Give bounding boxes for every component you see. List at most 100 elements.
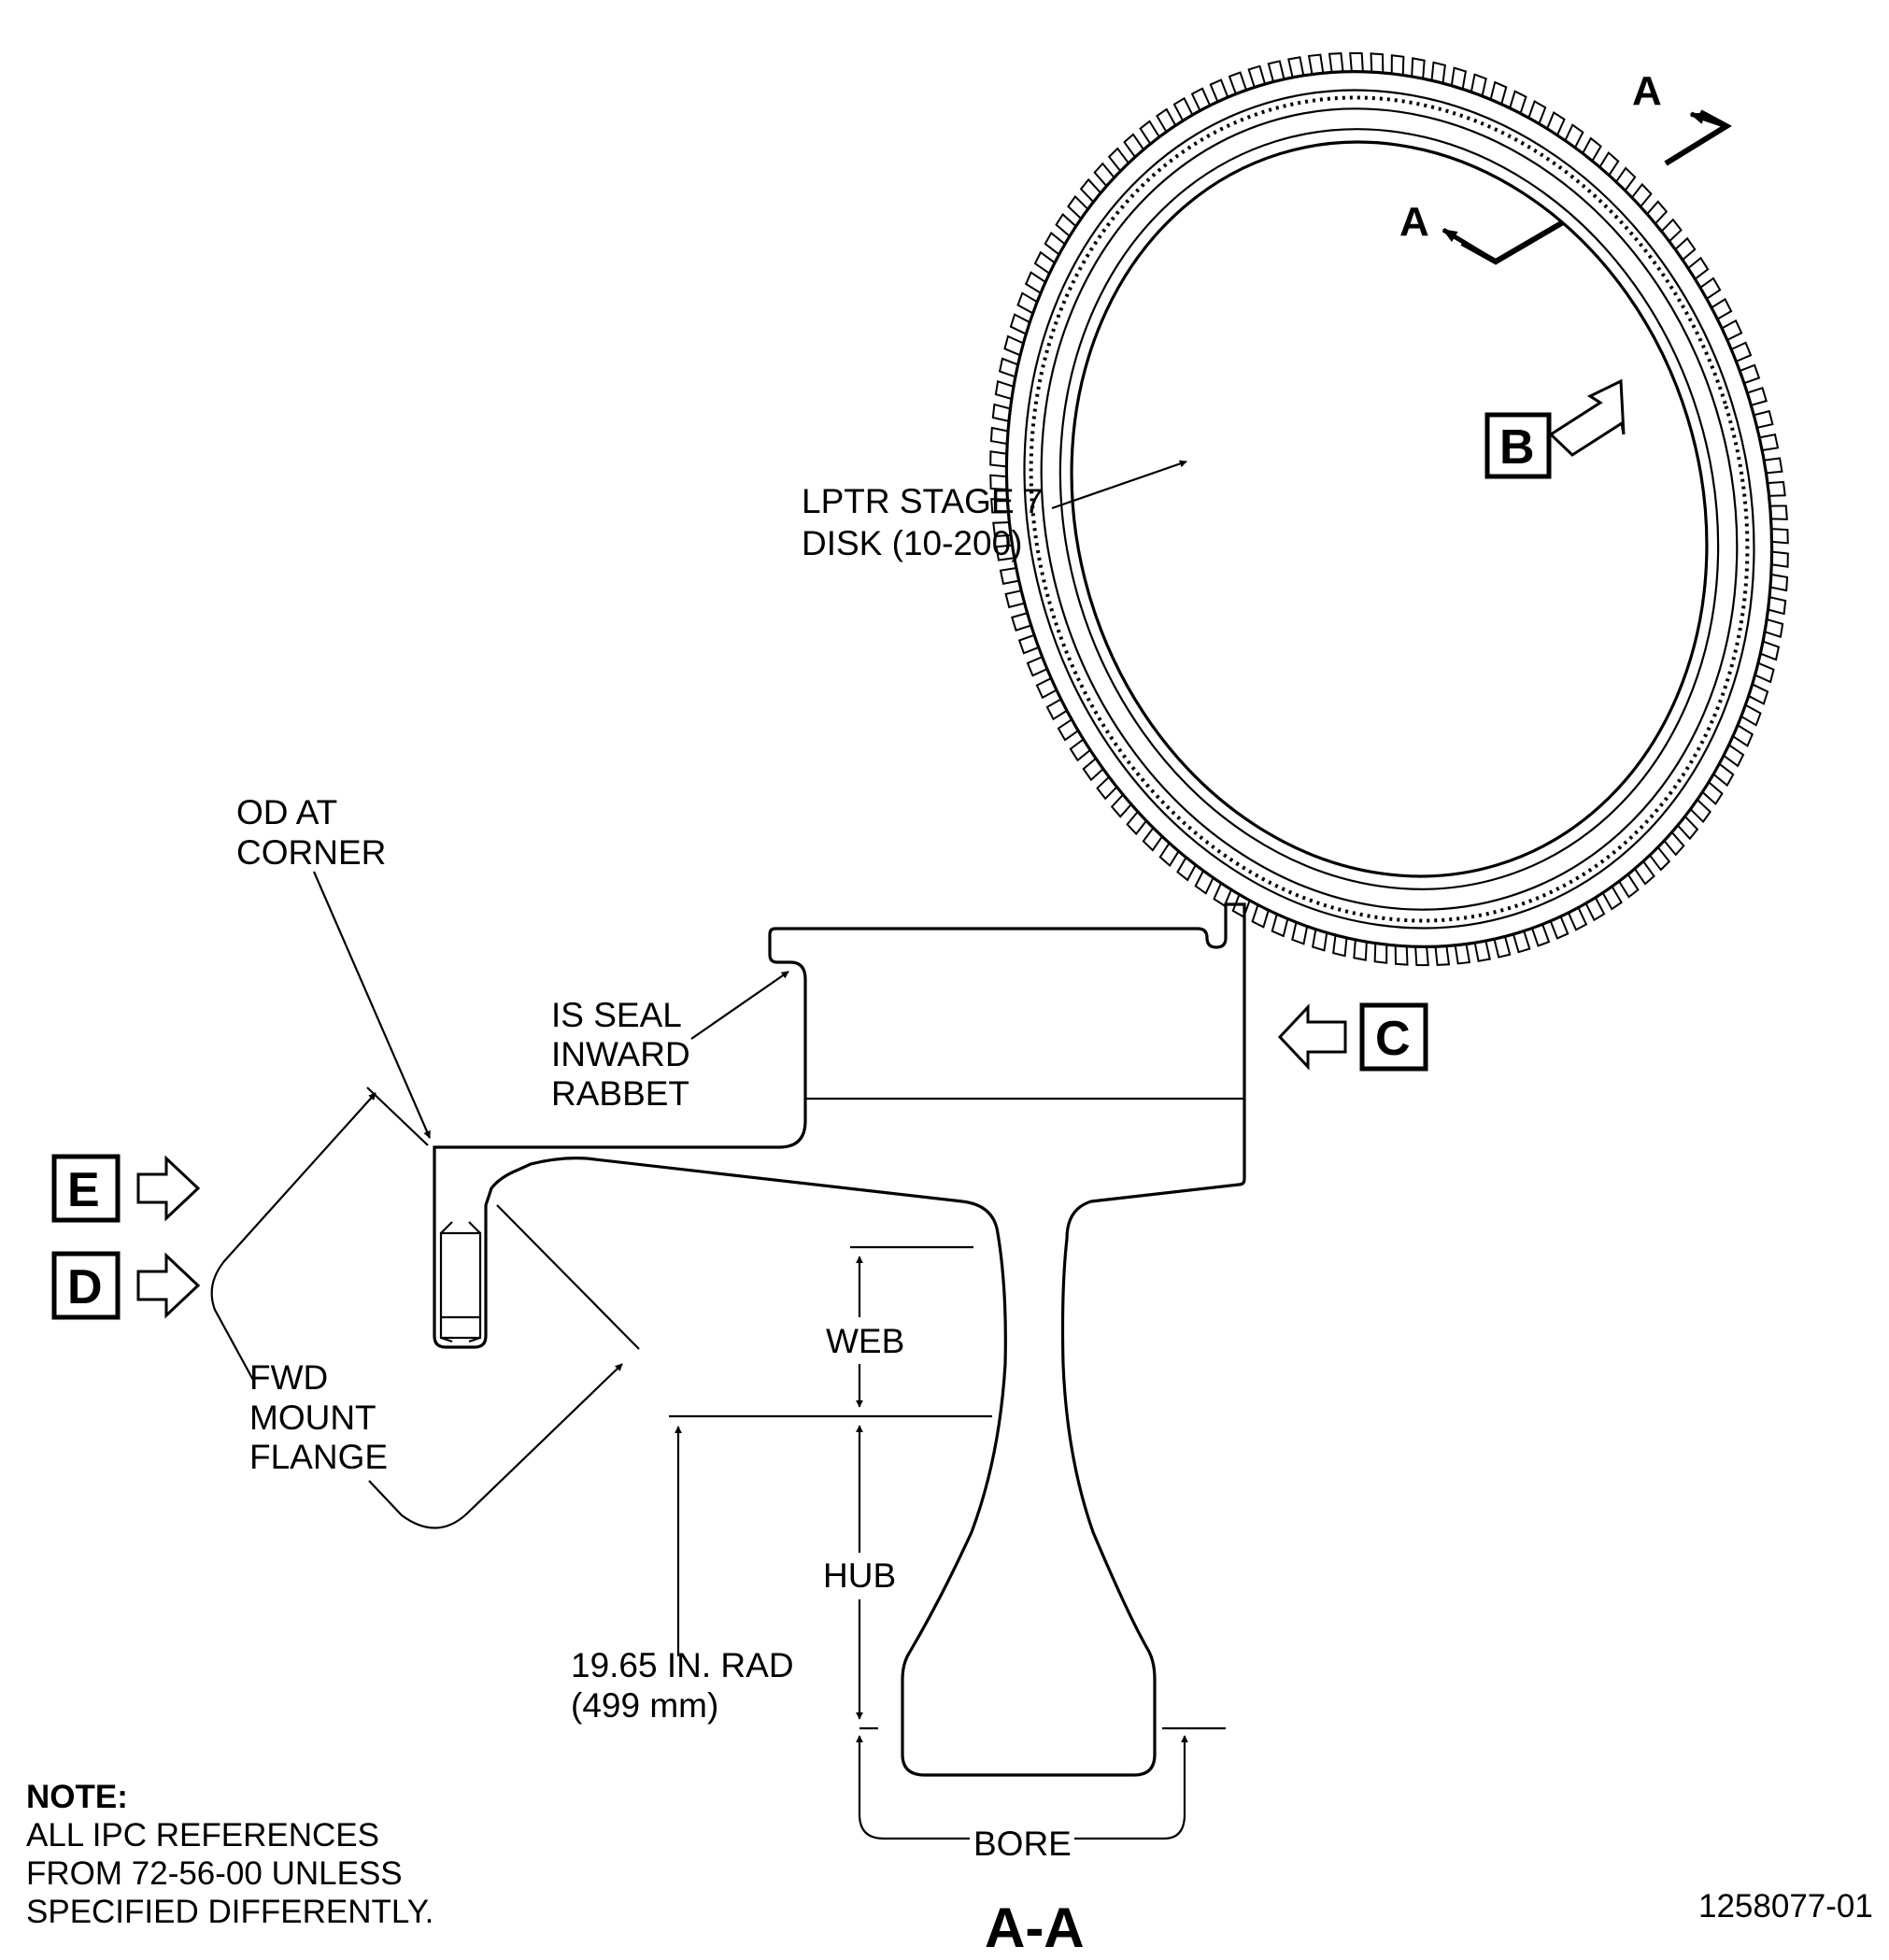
- seal-rabbet-line3: RABBET: [551, 1074, 689, 1113]
- blade-slot: [1271, 914, 1289, 938]
- lptr-stage7-disk: [989, 51, 1789, 967]
- blade-slot: [989, 474, 1007, 490]
- blade-slot: [998, 357, 1019, 378]
- seal-rabbet-callout: IS SEAL INWARD RABBET: [551, 971, 789, 1113]
- od-corner-line1: OD AT: [236, 793, 337, 831]
- blade-slot: [1771, 528, 1789, 545]
- blade-slot: [1730, 341, 1753, 362]
- blade-slot: [990, 498, 1009, 514]
- blade-slot: [1247, 64, 1267, 88]
- blade-slot: [1732, 724, 1754, 747]
- blade-slot: [1699, 277, 1722, 300]
- section-title: A-A: [985, 1896, 1085, 1959]
- blade-slot: [1739, 363, 1761, 385]
- blade-slot: [1394, 945, 1409, 966]
- blade-slot: [1764, 618, 1784, 639]
- blade-slot: [1067, 194, 1089, 220]
- blade-slot: [1096, 775, 1118, 801]
- blade-slot: [1701, 781, 1724, 806]
- blade-slot: [1747, 387, 1768, 406]
- fwd-flange-line1: FWD: [249, 1358, 328, 1397]
- blade-slot: [1158, 842, 1180, 868]
- blade-slot: [1767, 480, 1786, 497]
- blade-slot: [1411, 57, 1426, 79]
- hub-label: HUB: [823, 1556, 896, 1595]
- blade-slot: [1509, 90, 1527, 114]
- view-d-arrow: [136, 1252, 201, 1319]
- blade-slot: [1069, 738, 1091, 762]
- bore-dimension: BORE: [856, 1726, 1226, 1863]
- blade-slot: [1677, 816, 1699, 841]
- blade-slot: [1044, 231, 1066, 256]
- blade-slot: [1754, 661, 1775, 684]
- disk-callout: LPTR STAGE 7 DISK (10-200): [802, 460, 1187, 562]
- blade-slot: [1011, 612, 1031, 632]
- section-cut-line: A A: [1399, 68, 1733, 265]
- blade-slot: [1493, 936, 1512, 959]
- view-b-letter: B: [1499, 420, 1535, 475]
- blade-slot: [1512, 930, 1531, 954]
- blade-slot: [1470, 73, 1487, 97]
- blade-slot: [1598, 150, 1620, 177]
- blade-slot: [1110, 793, 1132, 818]
- blade-slot: [1549, 916, 1569, 940]
- view-e-arrow: [136, 1155, 201, 1222]
- blade-slot: [1172, 96, 1194, 121]
- blade-slot: [1674, 236, 1697, 261]
- web-hub-dimensions: WEB HUB: [669, 1245, 992, 1730]
- disk-label-line1: LPTR STAGE 7: [802, 482, 1043, 520]
- view-c-letter: C: [1375, 1012, 1411, 1066]
- blade-slot: [1328, 52, 1344, 73]
- view-d-callout: D: [51, 1251, 201, 1320]
- view-c-arrow: [1277, 1003, 1347, 1071]
- blade-slot: [1723, 744, 1745, 768]
- blade-slot: [1139, 120, 1160, 145]
- blade-slot: [1615, 166, 1637, 192]
- blade-slot: [1450, 66, 1468, 90]
- blade-slot: [1759, 433, 1780, 451]
- blade-slot: [1618, 873, 1640, 899]
- blade-slot: [1311, 929, 1328, 952]
- blade-slot: [1768, 596, 1787, 616]
- blade-slot: [1231, 894, 1251, 918]
- blade-slot: [1024, 271, 1046, 294]
- blade-slot: [1093, 162, 1115, 187]
- blade-slot: [1009, 313, 1030, 335]
- blade-slot: [1564, 123, 1584, 149]
- note-line3: SPECIFIED DIFFERENTLY.: [26, 1894, 433, 1930]
- fwd-flange-line2: MOUNT: [249, 1399, 376, 1437]
- view-e-letter: E: [67, 1163, 100, 1217]
- view-c-callout: C: [1277, 1002, 1428, 1072]
- radius-dimension: 19.65 IN. RAD (499 mm): [571, 1426, 794, 1725]
- blade-slot: [1017, 633, 1040, 655]
- blade-slot: [992, 521, 1012, 538]
- blade-slot: [1055, 212, 1077, 237]
- view-b-arrow: [1548, 378, 1626, 457]
- blade-slot: [1434, 945, 1451, 966]
- blade-slot: [1740, 703, 1762, 727]
- section-marker-lower: A: [1399, 199, 1429, 245]
- blade-slot: [1016, 291, 1038, 315]
- blade-slot: [1473, 940, 1491, 962]
- blade-slot: [1156, 107, 1177, 133]
- view-d-box: [51, 1251, 121, 1320]
- blade-slot: [1721, 319, 1743, 341]
- view-e-box: [51, 1154, 121, 1223]
- blade-slot: [1082, 758, 1104, 782]
- blade-slot: [1003, 334, 1024, 357]
- blade-slot: [1769, 504, 1788, 520]
- blade-slot: [1123, 133, 1144, 158]
- blade-slot: [1567, 907, 1588, 931]
- blade-slot: [1057, 718, 1079, 742]
- blade-slot: [1209, 78, 1229, 103]
- blade-slot: [1349, 51, 1364, 72]
- blade-slot: [1251, 904, 1270, 929]
- blade-slot: [1287, 56, 1305, 78]
- blade-slot: [1142, 827, 1163, 852]
- blade-slot: [1126, 811, 1147, 836]
- fwd-flange-line3: FLANGE: [249, 1438, 388, 1476]
- blade-slot: [1712, 762, 1735, 788]
- blade-slot: [1584, 897, 1606, 922]
- view-b-box: [1484, 412, 1552, 479]
